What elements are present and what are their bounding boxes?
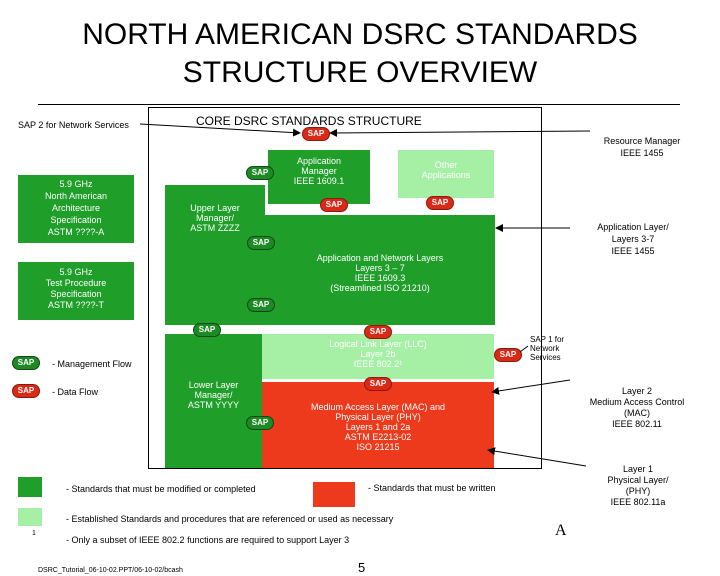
footnote-marker: 1 (32, 530, 36, 537)
logical-link-layer-box: Logical Link Layer (LLC) Layer 2b IEEE 8… (262, 334, 494, 379)
legend-swatch-modified (18, 477, 42, 497)
lower-layer-manager-box: Lower Layer Manager/ ASTM YYYY (165, 334, 262, 468)
sap1-line (519, 345, 529, 353)
footer-file-label: DSRC_Tutorial_06-10-02.PPT/06-10-02/bcas… (38, 567, 183, 574)
application-manager-box: Application Manager IEEE 1609.1 (268, 150, 370, 204)
layer2-arrow (491, 379, 571, 395)
test-procedure-spec-box: 5.9 GHz Test Procedure Specification AST… (18, 262, 134, 320)
footnote-label: - Only a subset of IEEE 802.2 functions … (66, 535, 350, 545)
management-flow-sap: SAP (12, 356, 40, 370)
layer1-arrow (487, 447, 587, 467)
page-title-line-1: NORTH AMERICAN DSRC STANDARDS (82, 18, 638, 51)
layer2-mac-label: Layer 2 Medium Access Control (MAC) IEEE… (589, 386, 685, 429)
legend-swatch-written (313, 482, 355, 507)
management-flow-label: - Management Flow (52, 359, 132, 369)
sap2-network-services-label: SAP 2 for Network Services (18, 120, 129, 130)
sap-badge: SAP (364, 377, 392, 391)
core-structure-frame (148, 107, 542, 469)
legend-established-label: - Established Standards and procedures t… (66, 514, 394, 524)
sap-badge: SAP (426, 196, 454, 210)
sap-badge: SAP (494, 348, 522, 362)
sap-badge: SAP (246, 166, 274, 180)
page-title-line-2: STRUCTURE OVERVIEW (182, 56, 538, 89)
sap-badge: SAP (247, 236, 275, 250)
layer1-phy-label: Layer 1 Physical Layer/ (PHY) IEEE 802.1… (607, 464, 669, 507)
sap-badge: SAP (302, 127, 330, 141)
sap2-arrow (139, 123, 301, 137)
sap-badge: SAP (320, 198, 348, 212)
application-network-layers-box: Application and Network Layers Layers 3 … (265, 215, 495, 325)
data-flow-label: - Data Flow (52, 387, 99, 397)
data-flow-sap: SAP (12, 384, 40, 398)
sap-badge: SAP (246, 416, 274, 430)
sap-badge: SAP (364, 325, 392, 339)
page-number: 5 (358, 560, 366, 575)
core-structure-label: CORE DSRC STANDARDS STRUCTURE (196, 114, 422, 128)
title-divider (38, 104, 680, 105)
resource-manager-arrow (329, 128, 591, 137)
application-layer-label: Application Layer/ Layers 3-7 IEEE 1455 (597, 222, 669, 256)
legend-modified-label: - Standards that must be modified or com… (66, 484, 256, 494)
mac-phy-layer-box: Medium Access Layer (MAC) and Physical L… (262, 382, 494, 468)
architecture-spec-box: 5.9 GHz North American Architecture Spec… (18, 175, 134, 243)
sap-badge: SAP (193, 323, 221, 337)
sap-badge: SAP (247, 298, 275, 312)
legend-swatch-established (18, 508, 42, 526)
footer-glyph: A (555, 522, 567, 539)
other-applications-box: Other Applications (398, 150, 494, 198)
resource-manager-label: Resource Manager IEEE 1455 (603, 136, 681, 158)
sap1-network-services-label: SAP 1 for Network Services (530, 335, 565, 362)
legend-written-label: - Standards that must be written (368, 483, 496, 493)
